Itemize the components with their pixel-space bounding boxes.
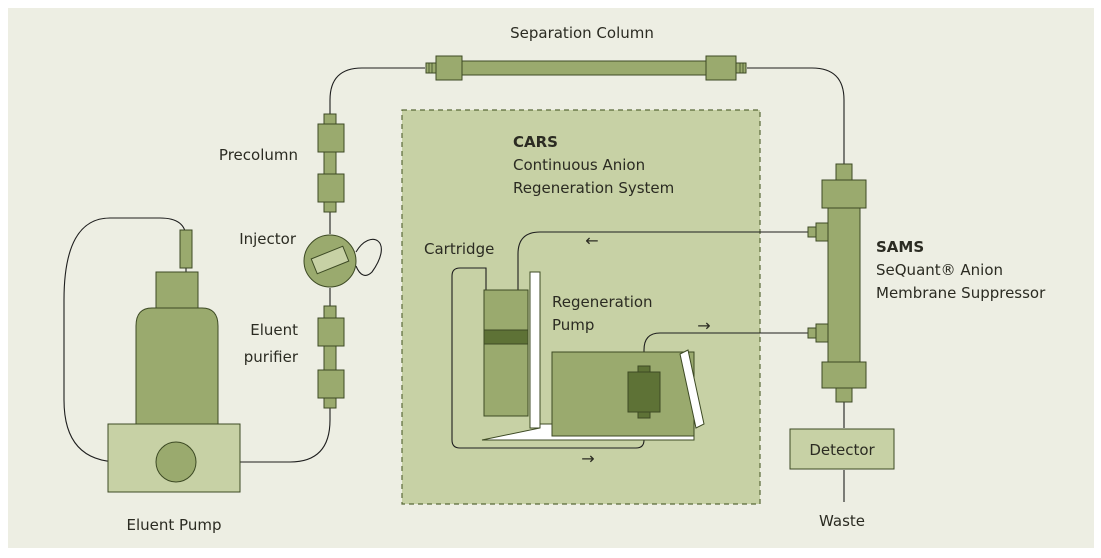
- flow-arrow-bottom-icon: →: [581, 449, 594, 468]
- separation-column: [425, 55, 747, 81]
- detector-label: Detector: [809, 441, 875, 459]
- eluent-bottle: [135, 229, 219, 425]
- cars-description-line1: Continuous Anion: [513, 156, 645, 174]
- cars-description-line2: Regeneration System: [513, 179, 674, 197]
- regeneration-pump: [481, 271, 705, 441]
- cartridge-label: Cartridge: [424, 240, 494, 258]
- cartridge: [483, 289, 529, 417]
- eluent-pump-label: Eluent Pump: [127, 516, 222, 534]
- detector: [789, 428, 895, 470]
- regeneration-pump-label-line1: Regeneration: [552, 293, 653, 311]
- eluent-pump: [107, 423, 241, 493]
- regeneration-pump-label-line2: Pump: [552, 316, 594, 334]
- sams-description-line1: SeQuant® Anion: [876, 261, 1003, 279]
- waste-label: Waste: [819, 512, 865, 530]
- precolumn: [317, 113, 345, 213]
- flow-arrow-upper-icon: ←: [585, 231, 598, 250]
- sams-description-line2: Membrane Suppressor: [876, 284, 1046, 302]
- eluent-purifier: [317, 305, 345, 409]
- precolumn-label: Precolumn: [219, 146, 298, 164]
- injector: [303, 234, 357, 288]
- sams-suppressor: [807, 163, 867, 403]
- sams-title: SAMS: [876, 238, 924, 256]
- separation-column-label: Separation Column: [510, 24, 654, 42]
- flow-arrow-lower-icon: →: [697, 316, 710, 335]
- tubing: [63, 67, 845, 502]
- eluent-purifier-label-line1: Eluent: [250, 321, 298, 339]
- eluent-purifier-label-line2: purifier: [244, 348, 299, 366]
- cars-title: CARS: [513, 133, 558, 151]
- injector-label: Injector: [239, 230, 297, 248]
